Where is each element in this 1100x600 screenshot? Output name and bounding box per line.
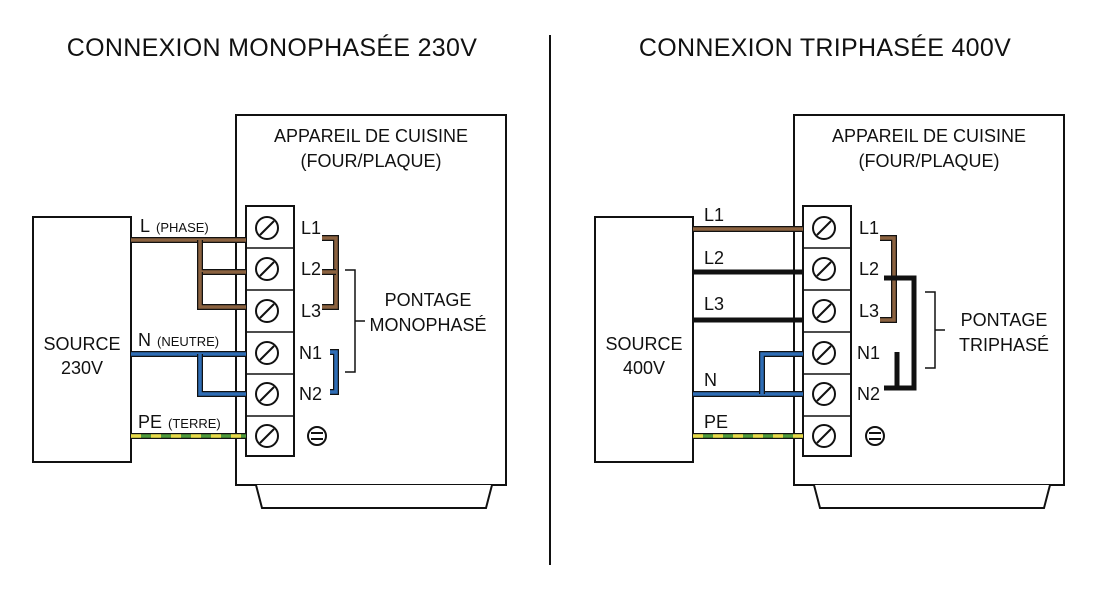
earth-ground-icon xyxy=(865,426,885,446)
screw-terminal-icon xyxy=(255,341,279,365)
screw-terminal-icon xyxy=(812,382,836,406)
right-appliance-base xyxy=(813,484,1051,509)
left-source-label-2: 230V xyxy=(61,358,103,378)
right-wire-l1-label: L1 xyxy=(704,205,724,225)
left-terminal-l2: L2 xyxy=(301,259,321,279)
right-wire-pe-label: PE xyxy=(704,412,728,432)
left-source-box xyxy=(32,216,132,463)
screw-terminal-icon xyxy=(812,299,836,323)
left-appliance-label-2: (FOUR/PLAQUE) xyxy=(300,151,441,171)
single-phase-panel: CONNEXION MONOPHASÉE 230V APPAREIL DE CU… xyxy=(32,33,507,509)
earth-ground-icon xyxy=(307,426,327,446)
left-neutral-jumper xyxy=(330,350,338,394)
screw-terminal-icon xyxy=(812,424,836,448)
right-title: CONNEXION TRIPHASÉE 400V xyxy=(639,33,1011,62)
right-terminal-l3: L3 xyxy=(859,301,879,321)
left-terminal-n1: N1 xyxy=(299,343,322,363)
right-neutral-wires xyxy=(693,351,803,397)
right-wire-l2-label: L2 xyxy=(704,248,724,268)
left-wire-l-label: L(PHASE) xyxy=(140,216,209,236)
left-bridge-label-2: MONOPHASÉ xyxy=(369,315,486,335)
right-appliance-label-2: (FOUR/PLAQUE) xyxy=(858,151,999,171)
left-title: CONNEXION MONOPHASÉE 230V xyxy=(67,33,477,62)
screw-terminal-icon xyxy=(812,257,836,281)
right-source-label-1: SOURCE xyxy=(605,334,682,354)
three-phase-panel: CONNEXION TRIPHASÉE 400V APPAREIL DE CUI… xyxy=(594,33,1065,509)
left-terminal-n2: N2 xyxy=(299,384,322,404)
right-appliance-label-1: APPAREIL DE CUISINE xyxy=(832,126,1026,146)
left-wire-pe-label: PE(TERRE) xyxy=(138,412,221,432)
right-bridge-label-1: PONTAGE xyxy=(961,310,1048,330)
left-bridge-label-1: PONTAGE xyxy=(385,290,472,310)
left-phase-wires xyxy=(131,237,246,310)
right-source-label-2: 400V xyxy=(623,358,665,378)
right-terminal-l1: L1 xyxy=(859,218,879,238)
right-wire-n-label: N xyxy=(704,370,717,390)
right-terminal-n2: N2 xyxy=(857,384,880,404)
screw-terminal-icon xyxy=(255,216,279,240)
left-wire-n-label: N(NEUTRE) xyxy=(138,330,219,350)
right-terminal-l2: L2 xyxy=(859,259,879,279)
right-bridge-label-2: TRIPHASÉ xyxy=(959,335,1049,355)
left-terminal-l3: L3 xyxy=(301,301,321,321)
left-neutral-wires xyxy=(131,351,246,397)
right-source-box xyxy=(594,216,694,463)
right-terminal-n1: N1 xyxy=(857,343,880,363)
screw-terminal-icon xyxy=(255,424,279,448)
right-terminal-cells xyxy=(803,247,851,417)
screw-terminal-icon xyxy=(812,216,836,240)
left-terminal-l1: L1 xyxy=(301,218,321,238)
right-terminal-block xyxy=(802,205,852,457)
left-appliance-base xyxy=(255,484,493,509)
screw-terminal-icon xyxy=(255,382,279,406)
left-appliance-label-1: APPAREIL DE CUISINE xyxy=(274,126,468,146)
left-terminal-cells xyxy=(246,247,294,417)
screw-terminal-icon xyxy=(255,299,279,323)
left-source-label-1: SOURCE xyxy=(43,334,120,354)
screw-terminal-icon xyxy=(812,341,836,365)
screw-terminal-icon xyxy=(255,257,279,281)
right-wire-l3-label: L3 xyxy=(704,294,724,314)
left-terminal-block xyxy=(245,205,295,457)
